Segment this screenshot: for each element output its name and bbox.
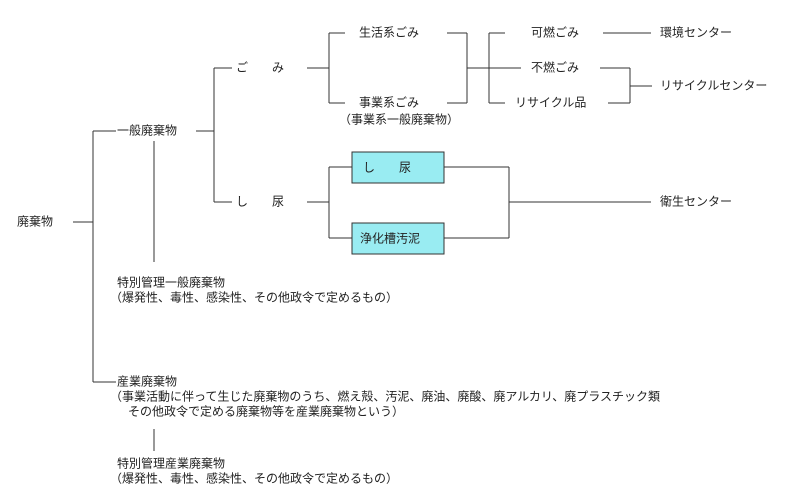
label-sangyo-note1: （事業活動に伴って生じた廃棄物のうち、燃え殻、汚泥、廃油、廃酸、廃アルカリ、廃プ… (110, 389, 660, 404)
label-eisei-center: 衛生センター (660, 195, 732, 209)
label-funen: 不燃ごみ (531, 60, 579, 75)
label-tokubetsu-sangyo: 特別管理産業廃棄物 (117, 456, 225, 471)
label-haikibutsu: 廃棄物 (17, 214, 53, 229)
label-tokubetsu-sangyo-note: （爆発性、毒性、感染性、その他政令で定めるもの） (110, 471, 398, 486)
connector-lines (73, 32, 652, 451)
label-seikatsu: 生活系ごみ (359, 25, 419, 40)
label-jigyo-note: （事業系一般廃棄物） (339, 112, 459, 127)
label-tokubetsu-ippan: 特別管理一般廃棄物 (117, 275, 225, 290)
box-jokaso (351, 222, 445, 255)
label-sangyo: 産業廃棄物 (117, 374, 177, 389)
label-shinyo: し 尿 (236, 195, 284, 209)
label-recycle-item: リサイクル品 (515, 96, 586, 110)
label-sangyo-note2: その他政令で定める廃棄物等を産業廃棄物という） (128, 404, 404, 419)
label-gomi: ご み (236, 60, 284, 75)
box-shinyo (351, 151, 445, 184)
label-kankyo-center: 環境センター (660, 25, 732, 40)
label-tokubetsu-ippan-note: （爆発性、毒性、感染性、その他政令で定めるもの） (110, 290, 398, 305)
label-ippan: 一般廃棄物 (117, 123, 177, 138)
box-label-shinyo: し 尿 (363, 161, 411, 175)
label-jigyo: 事業系ごみ (359, 95, 419, 110)
box-label-jokaso: 浄化槽汚泥 (360, 232, 420, 246)
labels: 廃棄物 一般廃棄物 ご み し 尿 生活系ごみ 事業系ごみ （事業系一般廃棄物）… (17, 25, 767, 486)
label-recycle-center: リサイクルセンター (660, 79, 767, 93)
label-kanen: 可燃ごみ (531, 25, 579, 40)
